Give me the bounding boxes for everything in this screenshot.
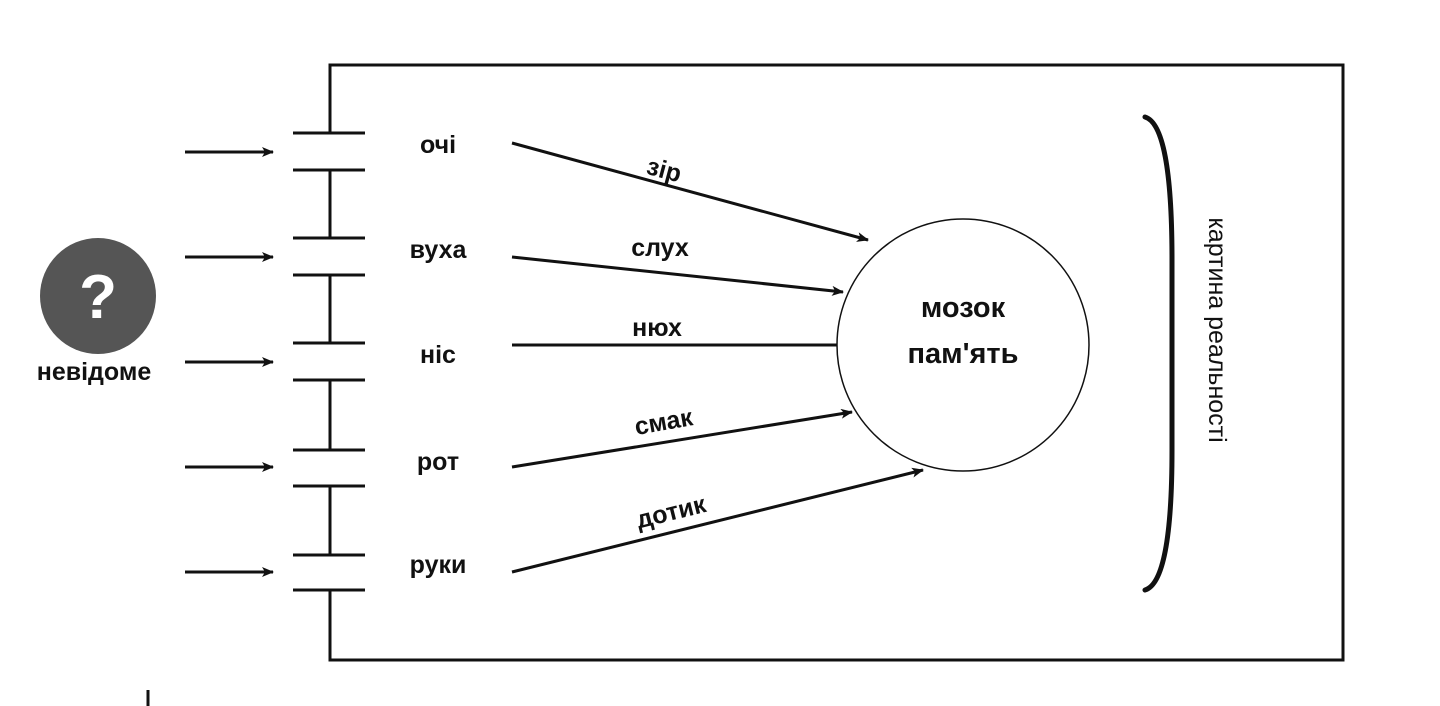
brain-node: мозок пам'ять [836,218,1090,472]
channel-smell: нюх [632,314,682,342]
organ-ears: вуха [410,236,468,264]
bracket [1142,114,1175,593]
unknown-node: ? невідоме [37,238,156,386]
organ-hands: руки [410,551,467,579]
channel-hearing: слух [631,234,689,262]
memory-label: пам'ять [908,338,1019,370]
channel-sight: зір [644,152,685,188]
question-glyph: ? [79,263,117,332]
channel-line-touch [511,467,924,574]
body-boundary [328,63,1345,662]
sense-openings [293,131,365,592]
brain-label: мозок [921,292,1006,324]
organ-nose: ніс [420,341,456,369]
channel-taste: смак [632,403,695,441]
channel-line-taste [511,408,853,469]
organ-eyes: очі [420,131,456,159]
channel-line-sight [511,141,869,242]
reality-picture-label: картина реальності [1203,217,1231,442]
unknown-label: невідоме [37,358,152,386]
organ-mouth: рот [417,448,459,476]
question-icon [40,238,156,354]
channel-touch: дотик [633,490,709,534]
incoming-arrows [185,147,274,577]
channel-line-hearing [511,255,844,296]
